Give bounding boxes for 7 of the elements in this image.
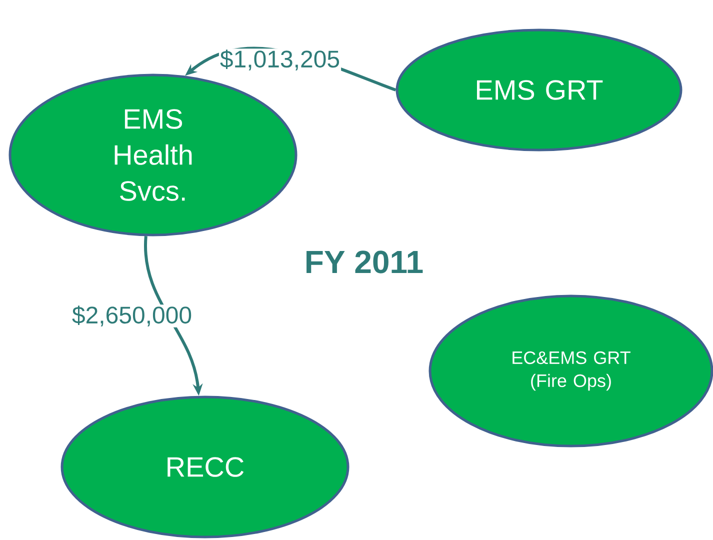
edge-label: $2,650,000	[70, 304, 194, 328]
ellipse-node: EMS GRT	[396, 28, 682, 152]
edge-label: $1,013,205	[218, 48, 342, 72]
ellipse-node: EC&EMS GRT (Fire Ops)	[428, 294, 713, 448]
ellipse-node: RECC	[60, 396, 350, 538]
ellipse-node: EMS Health Svcs.	[8, 74, 298, 236]
title: FY 2011	[306, 250, 423, 274]
